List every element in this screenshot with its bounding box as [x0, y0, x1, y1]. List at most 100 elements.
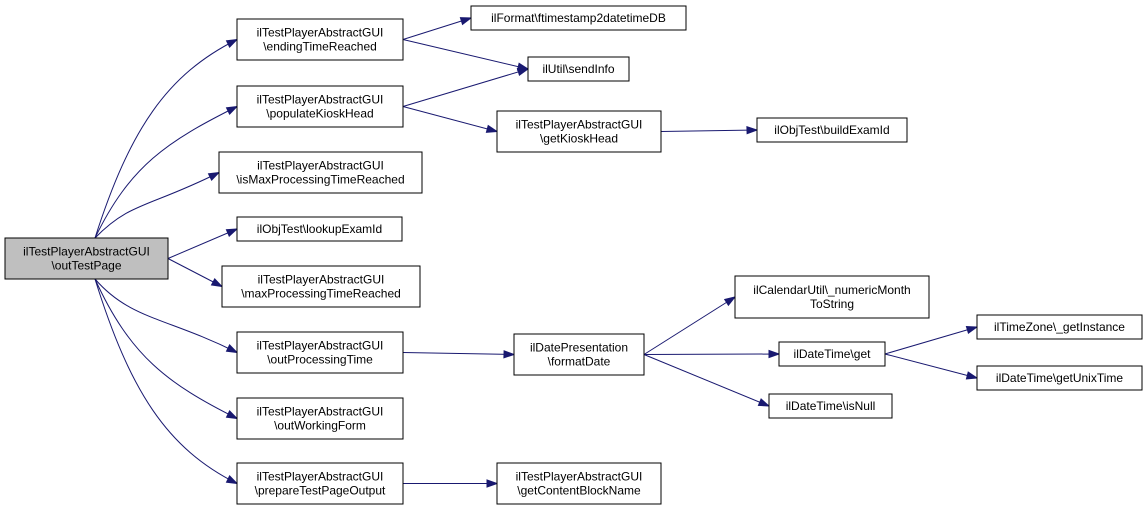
function-node[interactable]: ilDateTime\get	[778, 341, 886, 367]
edge-line	[94, 278, 238, 484]
edge-line	[402, 17, 472, 40]
node-box	[496, 110, 662, 153]
function-node[interactable]: ilDateTime\getUnixTime	[976, 365, 1143, 391]
node-label-line: \isMaxProcessingTimeReached	[236, 173, 404, 187]
edge-n0-n6	[94, 278, 239, 354]
node-label-line: \prepareTestPageOutput	[255, 484, 386, 498]
node-box	[513, 333, 645, 376]
function-node[interactable]: ilTestPlayerAbstractGUI\isMaxProcessingT…	[218, 151, 423, 194]
function-node[interactable]: ilTestPlayerAbstractGUI\populateKioskHea…	[236, 85, 404, 128]
edges-layer	[94, 17, 979, 488]
node-label-line: ilDateTime\isNull	[786, 399, 876, 413]
node-label-line: ilDateTime\get	[794, 347, 872, 361]
node-label-line: ilTestPlayerAbstractGUI	[257, 93, 384, 107]
edge-n1-n9	[402, 17, 473, 40]
node-box	[4, 237, 169, 280]
edge-n13-n16	[643, 349, 781, 359]
edge-n6-n13	[402, 350, 516, 359]
edge-line	[402, 39, 529, 70]
node-box	[236, 331, 404, 374]
node-label-line: ilTestPlayerAbstractGUI	[516, 470, 643, 484]
node-label-line: ilTestPlayerAbstractGUI	[257, 339, 384, 353]
function-node[interactable]: ilDateTime\isNull	[768, 393, 893, 419]
root-function-node[interactable]: ilTestPlayerAbstractGUI\outTestPage	[4, 237, 169, 280]
edge-n0-n4	[167, 228, 239, 259]
function-node[interactable]: ilDatePresentation\formatDate	[513, 333, 645, 376]
node-label-line: ilTestPlayerAbstractGUI	[257, 405, 384, 419]
node-box	[236, 18, 404, 61]
edge-n2-n11	[402, 106, 499, 133]
node-label-line: ilTestPlayerAbstractGUI	[516, 118, 643, 132]
edge-n0-n7	[94, 278, 239, 420]
arrowhead	[225, 105, 239, 115]
node-label-line: \outWorkingForm	[274, 419, 366, 433]
edge-n2-n10	[402, 67, 530, 107]
arrowhead	[768, 349, 781, 359]
function-node[interactable]: ilObjTest\lookupExamId	[236, 216, 403, 242]
node-box	[236, 85, 404, 128]
function-node[interactable]: ilObjTest\buildExamId	[756, 117, 908, 143]
arrowhead	[225, 410, 239, 420]
node-label-line: ilCalendarUtil\_numericMonth	[753, 283, 910, 297]
node-box	[976, 365, 1143, 391]
node-box	[218, 151, 423, 194]
node-label-line: \maxProcessingTimeReached	[241, 287, 401, 301]
function-node[interactable]: ilTestPlayerAbstractGUI\maxProcessingTim…	[221, 265, 421, 308]
edge-line	[94, 278, 238, 353]
edge-n16-n19	[884, 353, 979, 380]
node-box	[976, 314, 1143, 340]
edge-line	[94, 278, 238, 419]
function-node[interactable]: ilTestPlayerAbstractGUI\endingTimeReache…	[236, 18, 404, 61]
node-label-line: ilDateTime\getUnixTime	[996, 371, 1123, 385]
edge-n8-n14	[403, 479, 499, 488]
node-box	[236, 397, 404, 440]
edge-n0-n5	[167, 258, 224, 288]
node-label-line: ilTestPlayerAbstractGUI	[257, 470, 384, 484]
function-node[interactable]: ilUtil\sendInfo	[527, 56, 630, 82]
function-node[interactable]: ilTestPlayerAbstractGUI\outWorkingForm	[236, 397, 404, 440]
node-box	[778, 341, 886, 367]
node-label-line: \populateKioskHead	[266, 107, 373, 121]
arrowhead	[207, 171, 221, 181]
edge-n0-n3	[94, 171, 221, 239]
edge-n0-n2	[94, 105, 239, 239]
node-label-line: ilTestPlayerAbstractGUI	[23, 245, 150, 259]
node-label-line: ilTestPlayerAbstractGUI	[257, 159, 384, 173]
edge-n11-n12	[660, 126, 759, 135]
node-label-line: ilDatePresentation	[530, 341, 628, 355]
node-label-line: ilFormat\ftimestamp2datetimeDB	[491, 11, 666, 25]
function-node[interactable]: ilTestPlayerAbstractGUI\outProcessingTim…	[236, 331, 404, 374]
node-box	[734, 275, 930, 319]
arrowhead	[225, 228, 239, 237]
arrowhead	[757, 398, 771, 407]
node-box	[470, 5, 687, 31]
arrowhead	[485, 124, 499, 133]
function-node[interactable]: ilTestPlayerAbstractGUI\getContentBlockN…	[496, 462, 662, 505]
edge-n13-n17	[643, 354, 771, 407]
arrowhead	[225, 344, 239, 354]
arrowhead	[503, 350, 516, 359]
node-label-line: ilUtil\sendInfo	[542, 62, 614, 76]
edge-line	[94, 39, 238, 239]
node-box	[221, 265, 421, 308]
node-label-line: \outProcessingTime	[267, 353, 373, 367]
node-label-line: ilTimeZone\_getInstance	[994, 320, 1125, 334]
node-box	[236, 216, 403, 242]
arrowhead	[225, 38, 239, 48]
edge-line	[167, 228, 238, 259]
edge-line	[402, 352, 515, 355]
node-box	[768, 393, 893, 419]
function-node[interactable]: ilFormat\ftimestamp2datetimeDB	[470, 5, 687, 31]
edge-line	[660, 129, 758, 132]
function-node[interactable]: ilTestPlayerAbstractGUI\prepareTestPageO…	[236, 462, 404, 505]
edge-line	[884, 326, 978, 355]
node-label-line: \endingTimeReached	[263, 40, 377, 54]
node-label-line: ToString	[810, 297, 854, 311]
edge-line	[94, 106, 238, 239]
function-node[interactable]: ilTestPlayerAbstractGUI\getKioskHead	[496, 110, 662, 153]
function-node[interactable]: ilTimeZone\_getInstance	[976, 314, 1143, 340]
node-box	[756, 117, 908, 143]
node-label-line: \formatDate	[548, 355, 611, 369]
